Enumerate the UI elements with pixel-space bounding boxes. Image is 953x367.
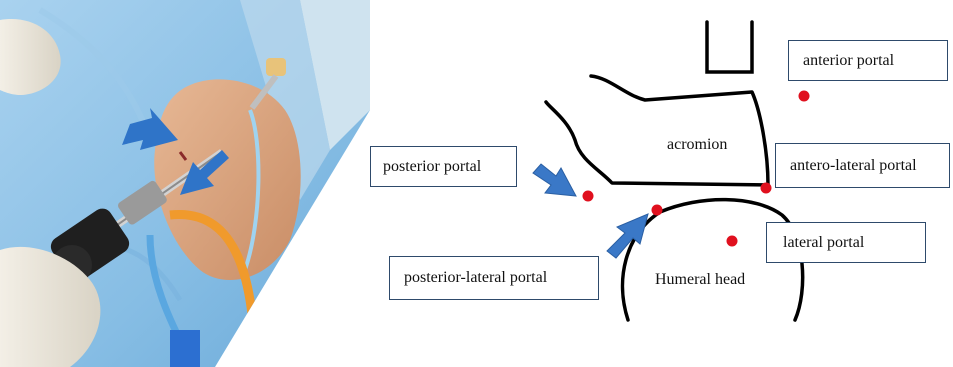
posterior-portal-dot [583,191,594,202]
lateral-portal-label: lateral portal [766,222,926,263]
anterior-portal-dot [799,91,810,102]
humeral-head-label: Humeral head [655,272,745,288]
posterior-lateral-portal-label: posterior-lateral portal [389,256,599,300]
antero-lateral-portal-label: antero-lateral portal [775,143,950,188]
posterior-lateral-portal-dot [652,205,663,216]
clavicle-outline [707,22,752,72]
anterior-portal-label: anterior portal [788,40,948,81]
antero-lateral-portal-dot [761,183,772,194]
acromion-outline [546,76,768,185]
posterior-portal-label: posterior portal [370,146,517,187]
acromion-label: acromion [667,137,727,153]
lateral-portal-dot [727,236,738,247]
pointer-arrow-posterior [533,164,576,196]
